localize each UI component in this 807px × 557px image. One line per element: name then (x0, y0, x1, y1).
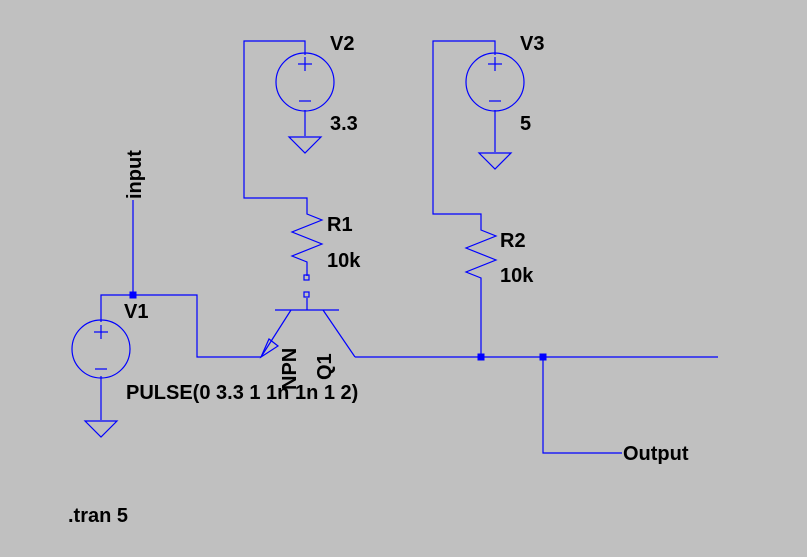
v2-value-label: 3.3 (330, 113, 358, 135)
r1-value-label: 10k (327, 250, 361, 272)
q1-name-label: Q1 (314, 353, 336, 380)
wire-v1-to-q1[interactable] (100, 294, 261, 358)
pin-marker-q1 (303, 291, 310, 298)
spice-directive[interactable]: .tran 5 (68, 505, 128, 527)
ground-symbol-v1 (83, 420, 119, 438)
wire-to-output-label[interactable] (542, 357, 622, 454)
wire-v2-to-r1[interactable] (243, 40, 308, 206)
junction-output-node (539, 353, 547, 361)
resistor-r2[interactable] (464, 222, 498, 286)
wires (100, 40, 718, 454)
v3-name-label: V3 (520, 33, 544, 55)
r2-value-label: 10k (500, 265, 534, 287)
voltage-source-v3[interactable] (465, 52, 525, 112)
junction-r2-node (477, 353, 485, 361)
voltage-source-v2[interactable] (275, 52, 335, 112)
v1-value-label: PULSE(0 3.3 1 1n 1n 1 2) (126, 382, 358, 404)
ground-symbol-v2 (287, 136, 323, 154)
ground-symbol-v3 (477, 152, 513, 170)
v1-name-label: V1 (124, 301, 148, 323)
output-net-label: Output (623, 443, 689, 465)
resistor-r1[interactable] (290, 206, 324, 264)
wire-v3-to-r2[interactable] (432, 40, 496, 222)
v2-name-label: V2 (330, 33, 354, 55)
junction-input (129, 291, 137, 299)
r1-name-label: R1 (327, 214, 353, 236)
v3-value-label: 5 (520, 113, 531, 135)
voltage-source-v1[interactable] (71, 319, 131, 379)
q1-model-label: NPN (279, 348, 301, 390)
r2-name-label: R2 (500, 230, 526, 252)
pin-marker-r1 (303, 274, 310, 281)
transistor-q1[interactable] (259, 309, 356, 359)
input-net-label: input (124, 150, 146, 199)
